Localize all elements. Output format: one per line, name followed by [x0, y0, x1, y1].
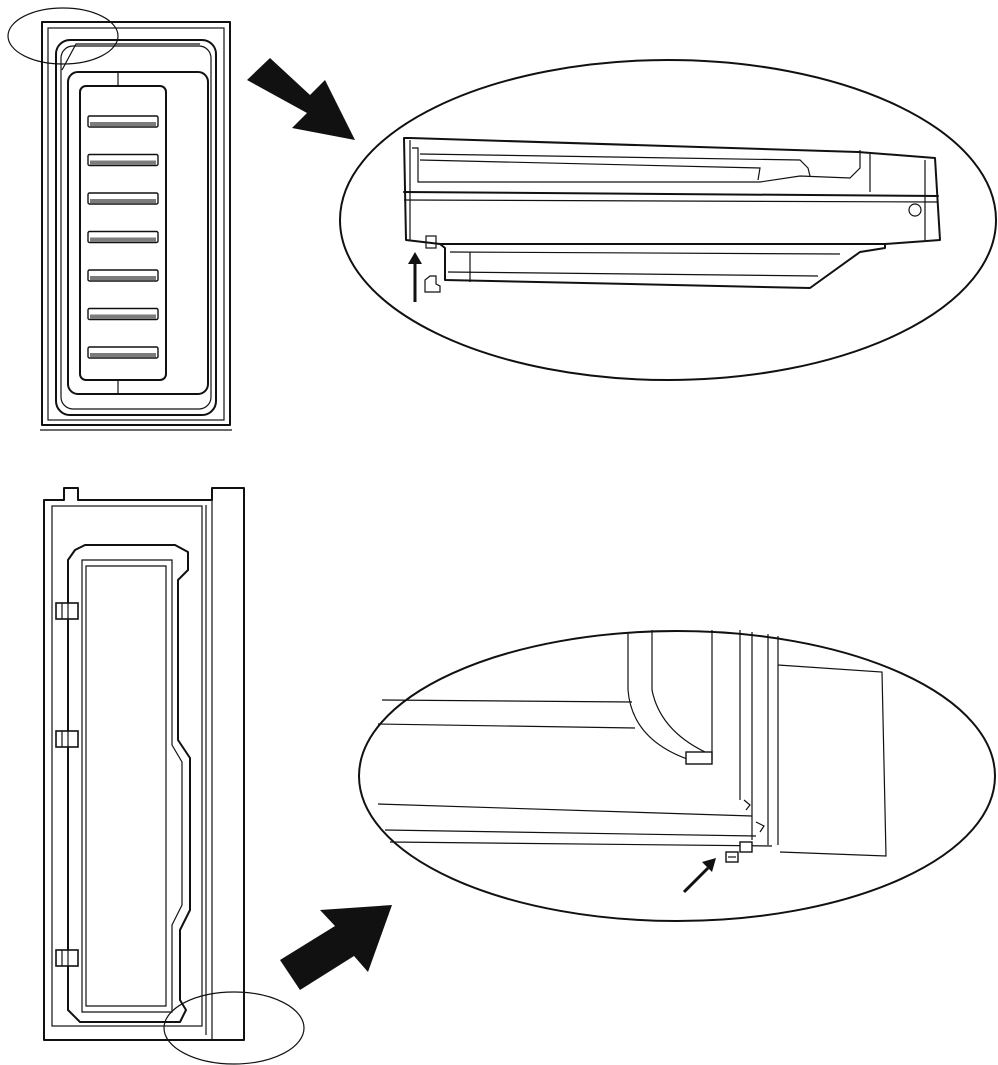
pointer-arrow-icon: [247, 58, 355, 140]
pin-part-icon: [424, 275, 441, 293]
door-inner-panel: [67, 71, 209, 395]
door-front-view: [40, 21, 232, 431]
shelf-group: [87, 115, 159, 359]
pointer-arrow-icon: [280, 905, 392, 990]
detail-circle-icon: [7, 7, 119, 65]
door-shelf-shade: [90, 160, 156, 165]
bottom-corner-detail-zoom: [358, 630, 996, 922]
door-outer-frame: [43, 487, 245, 1041]
door-back-view: [43, 487, 245, 1041]
door-cross-section: [403, 137, 941, 245]
door-shelf-shade: [90, 122, 156, 126]
screw-icon: [908, 203, 922, 217]
hinge-bottom: [55, 949, 79, 967]
direction-arrow-icon: [682, 866, 710, 894]
detail-circle-icon: [163, 991, 305, 1065]
door-shelf-shade: [90, 237, 156, 242]
door-shelf-shade: [90, 314, 156, 319]
door-panel: [55, 39, 217, 416]
zoom-ellipse: [358, 630, 996, 922]
door-gasket: [67, 544, 191, 1023]
clip-icon: [743, 799, 751, 811]
shelf-rack: [79, 85, 167, 381]
door-shelf-shade: [90, 353, 156, 357]
hinge-top: [55, 602, 79, 620]
top-corner-detail-zoom: [339, 59, 997, 381]
door-shelf-shade: [90, 276, 156, 280]
door-shelf-shade: [90, 199, 156, 203]
zoom-ellipse: [339, 59, 997, 381]
door-outer-frame: [41, 21, 231, 426]
hinge-middle: [55, 730, 79, 748]
